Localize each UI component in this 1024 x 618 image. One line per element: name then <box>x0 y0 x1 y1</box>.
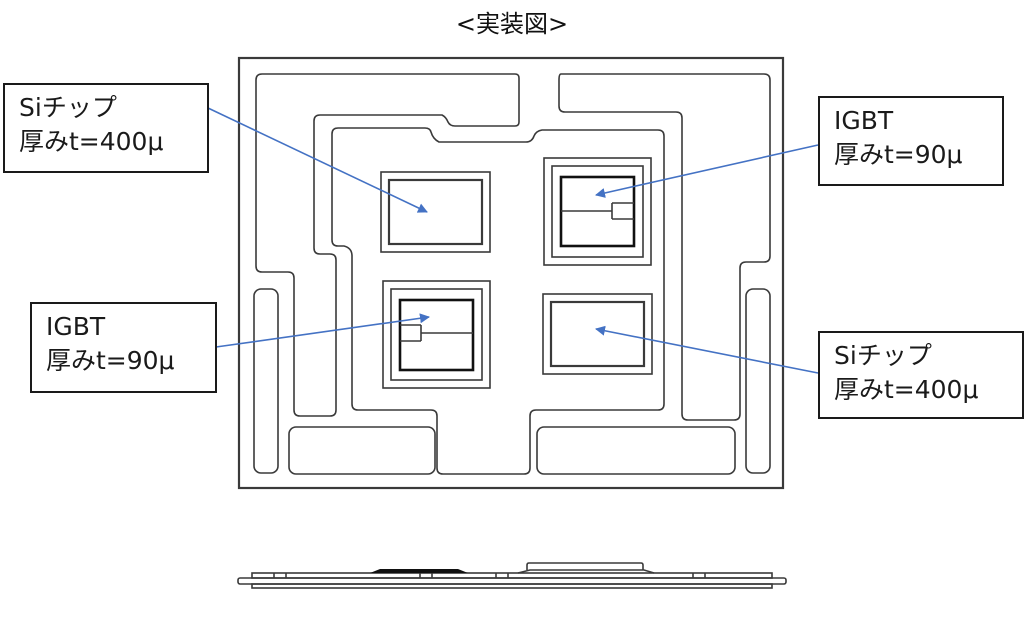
si-chip-lower-right <box>542 293 653 375</box>
si-chip-upper-left <box>380 171 491 253</box>
igbt-upper-right <box>543 157 652 266</box>
slot-bottom-right <box>536 426 736 475</box>
side-view <box>237 562 787 589</box>
igbt-lower-left <box>382 280 491 389</box>
leader-lines <box>207 107 819 374</box>
leader-igbt-bottom-left <box>215 313 430 348</box>
pattern-center <box>331 127 665 475</box>
label-si-chip-top-left: Siチップ 厚みt=400μ <box>3 83 209 173</box>
label-igbt-top-right: IGBT 厚みt=90μ <box>818 96 1004 186</box>
pattern-top-right <box>558 73 771 421</box>
label-si-chip-bottom-right: Siチップ 厚みt=400μ <box>818 331 1024 419</box>
plan-view <box>237 56 785 490</box>
pattern-top-left <box>255 73 520 417</box>
slot-bottom-left <box>288 426 436 475</box>
label-line-1: Siチップ <box>19 93 117 122</box>
label-line-2: 厚みt=400μ <box>19 127 164 156</box>
label-line-2: 厚みt=400μ <box>834 375 979 404</box>
label-line-1: Siチップ <box>834 341 932 370</box>
label-line-1: IGBT <box>46 312 106 341</box>
leader-igbt-top-right <box>595 144 819 198</box>
label-line-2: 厚みt=90μ <box>46 346 175 375</box>
diagram-title: <実装図> <box>455 10 569 38</box>
label-line-2: 厚みt=90μ <box>834 140 963 169</box>
slot-right <box>745 288 771 474</box>
leader-si-bottom-right <box>595 325 819 374</box>
label-line-1: IGBT <box>834 106 894 135</box>
slot-left <box>253 288 279 474</box>
substrate-outline <box>237 56 785 490</box>
leader-si-top-left <box>207 107 428 213</box>
label-igbt-bottom-left: IGBT 厚みt=90μ <box>30 302 217 393</box>
